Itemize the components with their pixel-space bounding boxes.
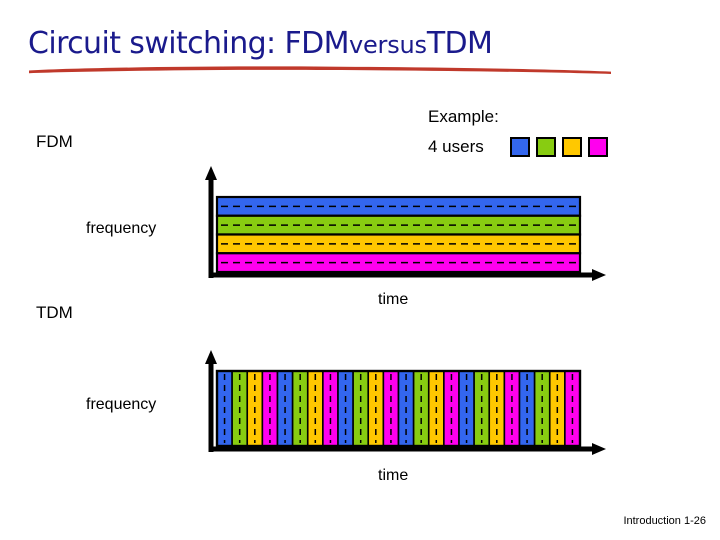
title-underline-stroke [29, 66, 611, 74]
legend-swatch-user-1 [509, 137, 530, 157]
fdm-section-label: FDM [36, 132, 73, 151]
fdm-frequency-bands [215, 195, 582, 274]
tdm-chart [196, 334, 616, 464]
fdm-band [215, 252, 582, 274]
example-legend: Example: 4 users [428, 106, 658, 158]
slide-title-block: Circuit switching: FDMversusTDM [28, 26, 628, 76]
tdm-block-outline [215, 369, 582, 448]
tdm-axes [205, 350, 606, 455]
legend-swatch-user-4 [587, 137, 608, 157]
title-part-one: Circuit switching: FDM [28, 26, 350, 61]
legend-swatch-user-3 [561, 137, 582, 157]
fdm-axes [205, 166, 606, 281]
legend-swatch-user-2 [535, 137, 556, 157]
legend-swatch-group [509, 137, 608, 157]
title-part-two: versus [348, 31, 427, 59]
example-heading: Example: [428, 107, 499, 126]
tdm-y-axis-label: frequency [86, 396, 157, 413]
fdm-x-axis-label: time [378, 291, 409, 308]
fdm-chart [196, 160, 616, 290]
slide-footer: Introduction 1-26 [623, 515, 706, 527]
page-title: Circuit switching: FDMversusTDM [28, 26, 493, 63]
example-users-row: 4 users [428, 136, 658, 158]
tdm-time-slots [215, 369, 582, 448]
example-users-label: 4 users [428, 137, 484, 156]
tdm-x-axis-label: time [378, 467, 409, 484]
tdm-section-label: TDM [36, 303, 73, 322]
title-part-three: TDM [426, 26, 493, 61]
fdm-y-axis-label: frequency [86, 220, 157, 237]
